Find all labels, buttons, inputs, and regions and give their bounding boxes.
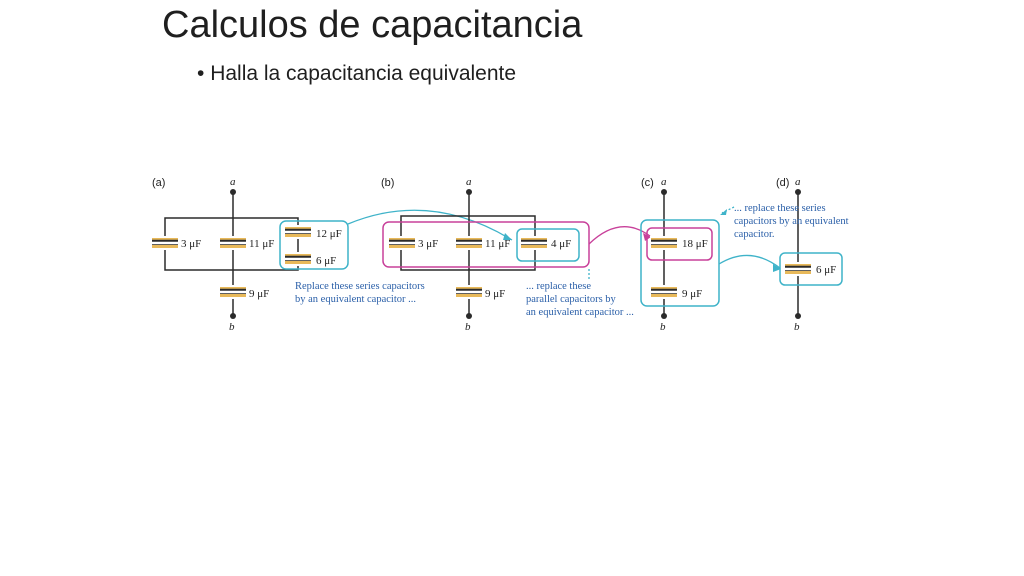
- panel-b-node-b: b: [465, 321, 471, 333]
- panel-b-label: (b): [381, 177, 394, 189]
- panel-c-label: (c): [641, 177, 654, 189]
- arrow-a-to-b: [347, 209, 513, 241]
- cap-a-11uF: 11 μF: [219, 236, 274, 250]
- arrow-d-note-pointer-head: [720, 209, 727, 215]
- panel-a-node-a: a: [230, 176, 236, 188]
- cap-c-9uF: 9 μF: [650, 285, 702, 300]
- cap-b-9uF-label: 9 μF: [485, 288, 505, 300]
- cap-c-18uF-label: 18 μF: [682, 238, 708, 250]
- cap-a-6uF-label: 6 μF: [316, 255, 336, 267]
- cap-a-12uF-label: 12 μF: [316, 228, 342, 240]
- cap-c-18uF: 18 μF: [650, 236, 708, 250]
- cap-a-9uF: 9 μF: [219, 285, 269, 300]
- cap-a-12uF: 12 μF: [284, 225, 342, 240]
- panel-c-series-highlight: [640, 219, 720, 307]
- panel-d: (d) a b 6 μF ... replace these series ca…: [720, 176, 851, 333]
- panel-d-node-a: a: [795, 176, 801, 188]
- bullet-text: Halla la capacitancia equivalente: [210, 62, 517, 85]
- panel-b-note: ... replace these parallel capacitors by…: [526, 281, 634, 318]
- cap-b-9uF: 9 μF: [455, 285, 505, 300]
- arrow-a-to-b-head: [503, 233, 512, 240]
- cap-a-3uF: 3 μF: [151, 236, 201, 250]
- cap-a-9uF-label: 9 μF: [249, 288, 269, 300]
- panel-c-equivalent-highlight: [646, 227, 713, 261]
- cap-c-9uF-label: 9 μF: [682, 288, 702, 300]
- arrow-c-to-d: [718, 254, 781, 269]
- cap-b-3uF: 3 μF: [388, 236, 438, 250]
- panel-c: (c) a b 18 μF 9 μF: [640, 176, 781, 333]
- cap-b-11uF-label: 11 μF: [485, 238, 510, 250]
- cap-b-4uF-label: 4 μF: [551, 238, 571, 250]
- cap-d-6uF-label: 6 μF: [816, 264, 836, 276]
- cap-a-3uF-label: 3 μF: [181, 238, 201, 250]
- panel-a-label: (a): [152, 177, 165, 189]
- panel-a-note: Replace these series capacitors by an eq…: [295, 281, 427, 305]
- cap-d-6uF: 6 μF: [784, 262, 836, 276]
- panel-d-note: ... replace these series capacitors by a…: [734, 203, 851, 240]
- panel-b-equivalent-highlight: [516, 228, 580, 262]
- panel-c-node-a: a: [661, 176, 667, 188]
- panel-d-label: (d): [776, 177, 789, 189]
- cap-a-11uF-label: 11 μF: [249, 238, 274, 250]
- cap-b-4uF: 4 μF: [520, 236, 571, 250]
- panel-b-parallel-highlight: [382, 221, 590, 268]
- panel-d-equivalent-highlight: [779, 252, 843, 286]
- panel-c-node-b: b: [660, 321, 666, 333]
- slide-title: Calculos de capacitancia: [162, 4, 583, 46]
- cap-b-3uF-label: 3 μF: [418, 238, 438, 250]
- cap-b-11uF: 11 μF: [455, 236, 510, 250]
- arrow-b-to-c: [588, 226, 651, 245]
- arrow-c-to-d-head: [773, 264, 781, 272]
- bullet-point: • Halla la capacitancia equivalente: [197, 62, 517, 85]
- panel-b: (b) a b 3 μF 11 μF 4 μF 9 μF: [381, 176, 651, 333]
- cap-a-6uF: 6 μF: [284, 252, 336, 267]
- panel-b-node-a: a: [466, 176, 472, 188]
- panel-a-node-b: b: [229, 321, 235, 333]
- panel-a: (a) a b 3 μF 11 μF 12 μF 6 μF: [151, 176, 513, 333]
- panel-a-series-highlight: [279, 220, 349, 270]
- panel-d-node-b: b: [794, 321, 800, 333]
